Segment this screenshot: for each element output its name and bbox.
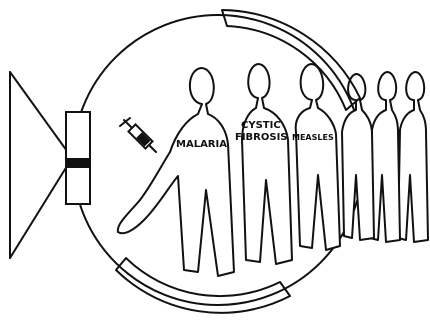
trailing-figures — [342, 72, 428, 242]
outer-arc-top — [222, 10, 360, 110]
label-measles: MEASLES — [292, 133, 334, 142]
label-malaria: MALARIA — [176, 139, 227, 150]
film-frame — [66, 112, 90, 204]
label-cystic: CYSTIC — [241, 120, 281, 131]
label-fibrosis: FIBROSIS — [235, 132, 288, 143]
figure-measles — [296, 64, 340, 250]
figure-cystic-fibrosis — [242, 64, 292, 264]
figure-silhouette — [398, 72, 428, 242]
projector-cone-icon — [10, 72, 72, 258]
syringe-icon — [120, 118, 156, 152]
figure-malaria — [118, 68, 234, 276]
